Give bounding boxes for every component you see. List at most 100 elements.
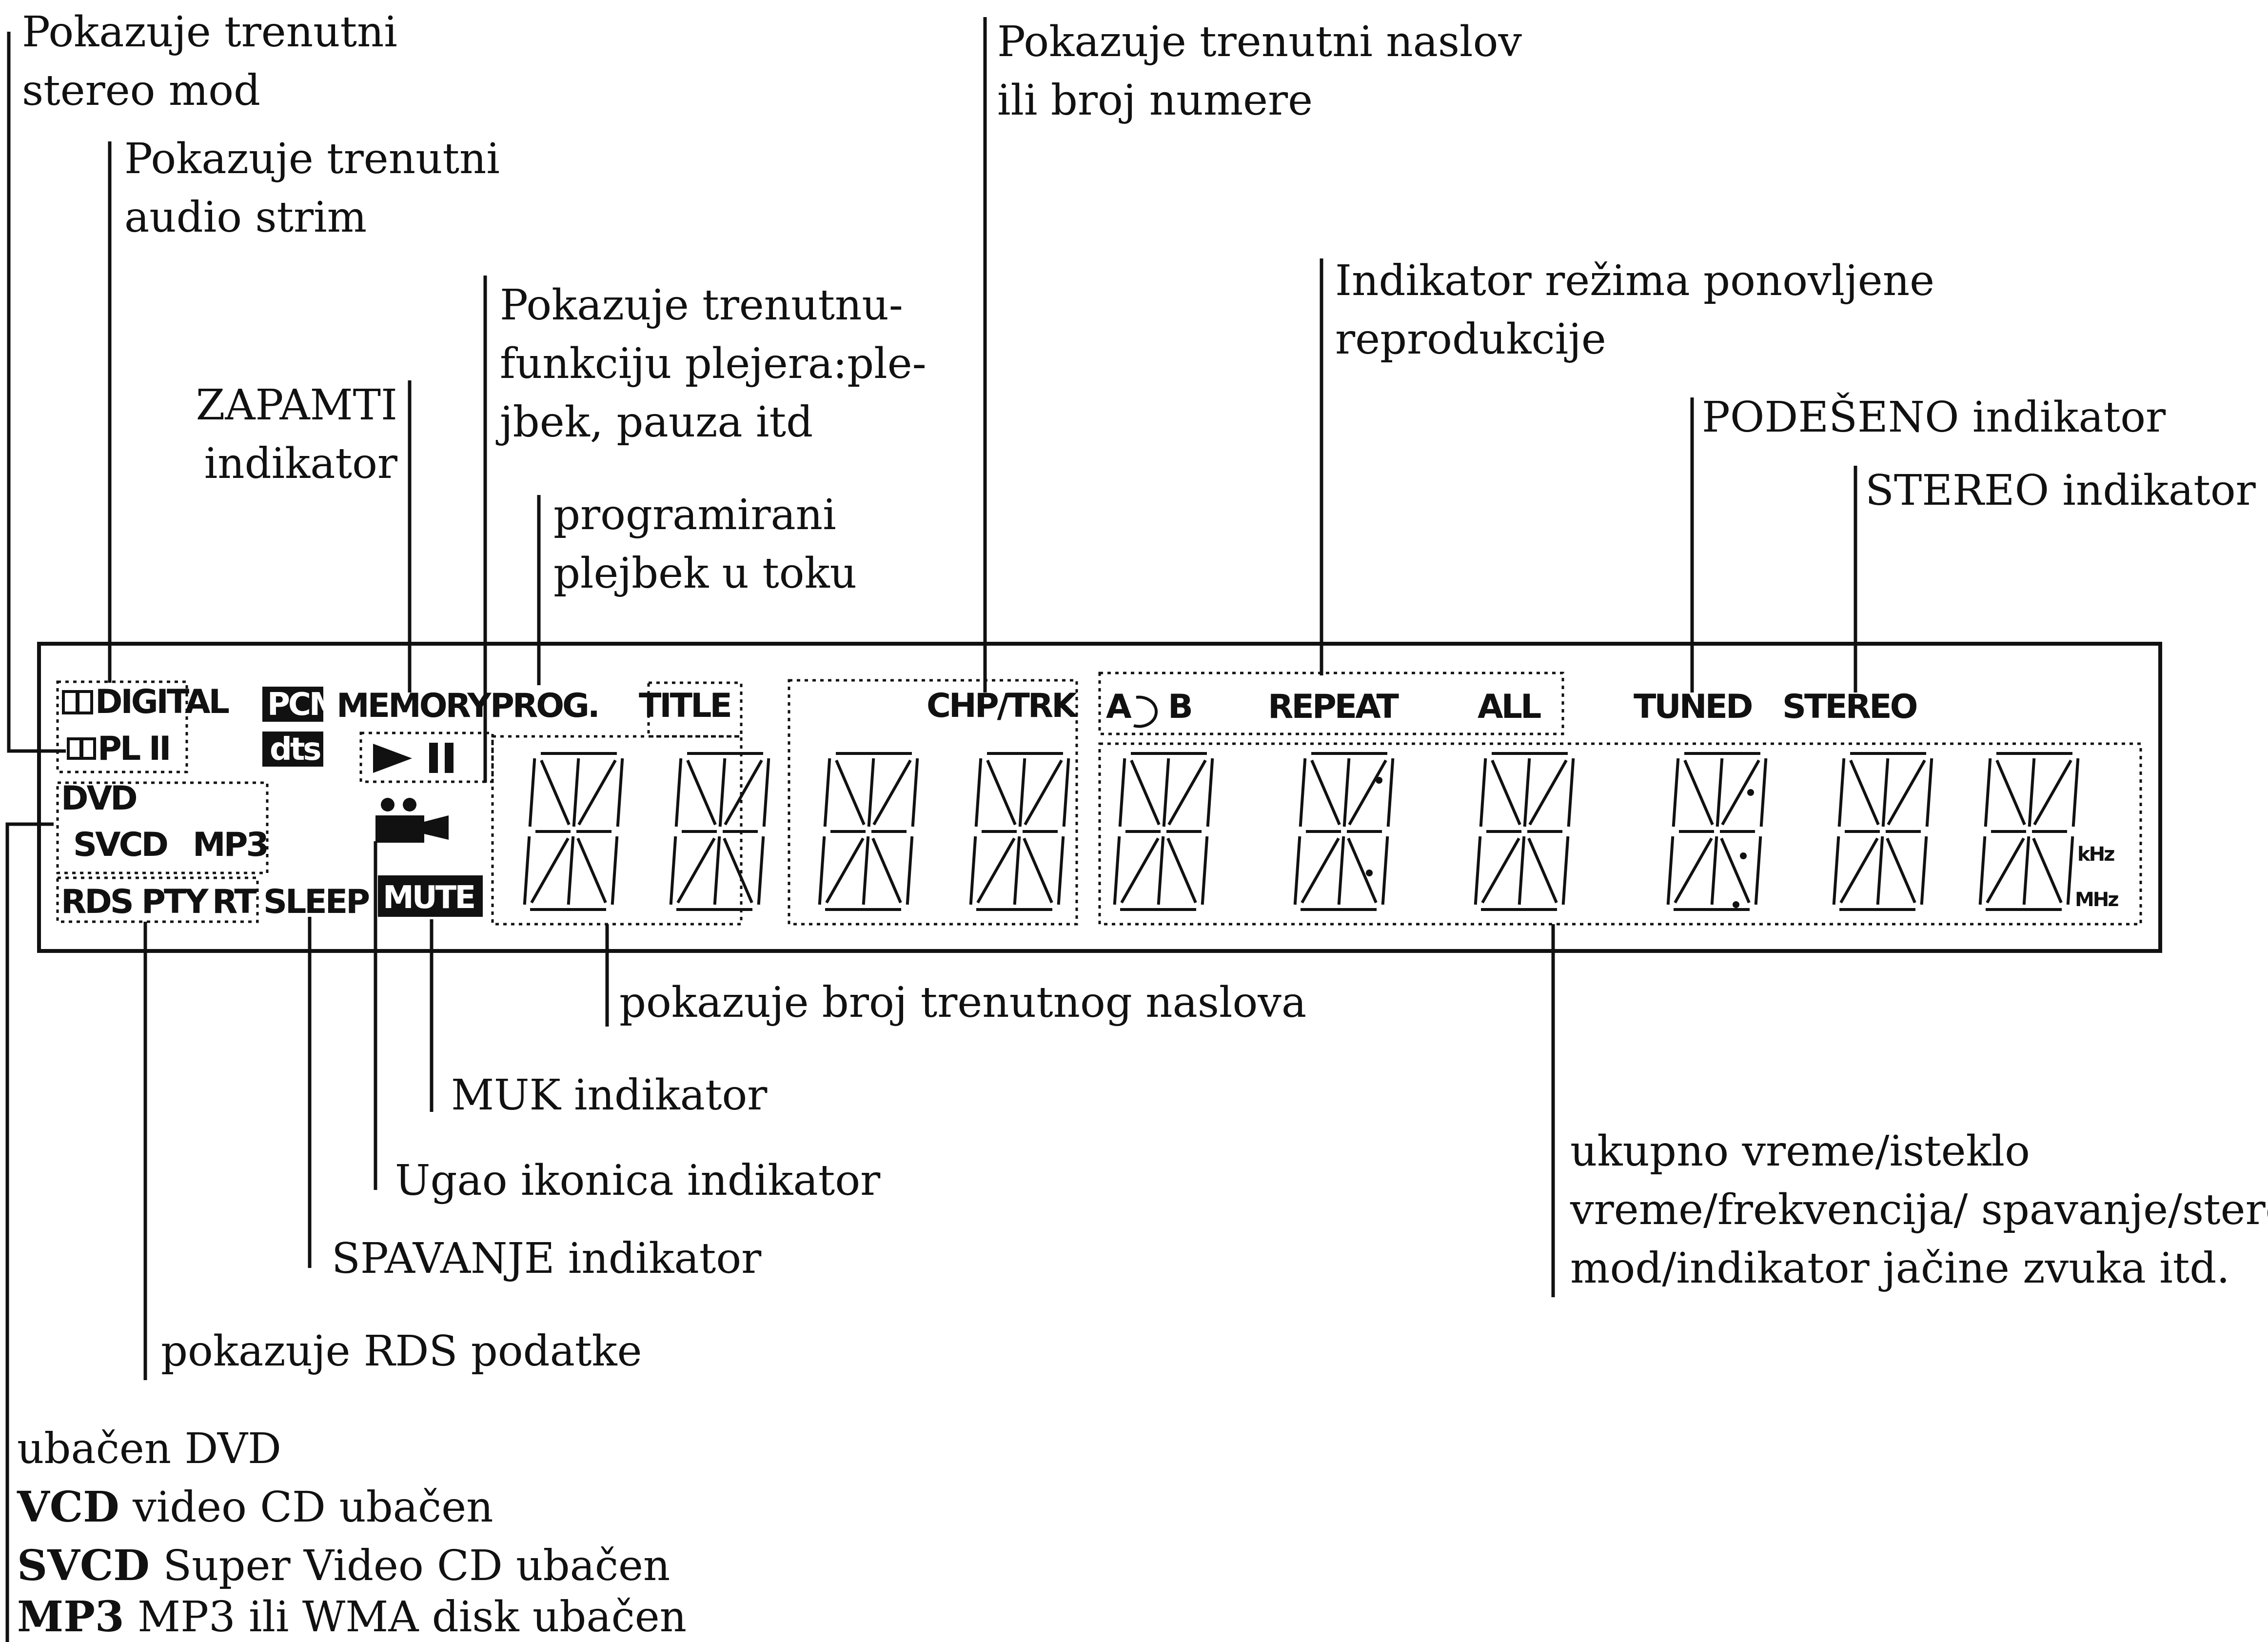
segment [1759,758,1768,827]
chapter-digit-frame [788,679,1078,926]
segment [572,758,580,827]
disc-vcd-line: VCD video CD ubačen [17,1483,493,1532]
callout-disc: ubačen DVD VCD video CD ubačen SVCD Supe… [17,1424,687,1642]
segment [867,758,875,827]
segment [1206,758,1214,827]
segment-digit [1832,752,1933,911]
segment [1479,758,1487,827]
segment [1201,836,1209,905]
callout-line: mod/indikator jačine zvuka itd. [1570,1244,2230,1293]
callout-line: Pokazuje trenutni naslov [997,18,1522,66]
callout-rds: pokazuje RDS podatke [161,1327,642,1376]
callout-line: ukupno vreme/isteklo [1570,1127,2030,1176]
callout-line: audio strim [124,193,367,242]
dolby-logo-right [77,690,93,714]
disc-svcd-text: Super Video CD ubačen [150,1542,670,1590]
dts-label: dts [270,732,320,768]
callout-line: Pokazuje trenutnu- [500,281,903,330]
segment [1474,836,1482,905]
disc-group-frame [56,781,269,874]
segment [1166,837,1197,904]
display-frame [37,642,2162,953]
disc-svcd-line: SVCD Super Video CD ubačen [17,1541,670,1590]
segment-digit [1474,752,1575,911]
segment [835,759,866,826]
pl2-indicator: PL II [67,730,171,768]
rt-label: RT [212,883,257,921]
segment [523,836,531,905]
segment [818,836,826,905]
segment [1984,758,1992,827]
decimal-dot [1733,901,1739,908]
callout-line: stereo mod [22,66,260,115]
callout-tuned: PODEŠENO indikator [1702,393,2166,442]
segment [1986,837,2025,904]
segment [1018,758,1026,827]
segment [713,836,721,905]
callout-line: indikator [204,439,398,488]
title-label-frame [647,681,743,738]
colon-dot [1740,852,1747,859]
pause-icon-bar-right [445,743,454,773]
callout-mute: MUK indikator [451,1071,768,1120]
segment [1710,836,1718,905]
callout-time: ukupno vreme/isteklo vreme/frekvencija/ … [1570,1127,2268,1293]
segment [1310,759,1341,826]
disc-vcd-bold: VCD [17,1483,119,1532]
leader-stereo-mode [7,32,66,753]
callout-line: programirani [553,491,836,539]
segment [616,758,624,827]
segment [1347,837,1378,904]
pcm-badge: PCM [262,687,340,723]
pcm-badge-bg [262,687,323,722]
title-label: TITLE [639,687,730,725]
prog-label: PROG. [490,687,598,725]
callout-line: jbek, pauza itd [495,398,813,447]
segment-digit [669,752,770,911]
segment [2066,836,2074,905]
callout-angle: Ugao ikonica indikator [395,1156,881,1205]
callout-function: Pokazuje trenutnu- funkciju plejera:ple-… [495,281,927,447]
segment [1721,759,1760,826]
pty-label: PTY [141,883,209,921]
stereo-label: STEREO [1782,688,1917,726]
segment [1162,758,1170,827]
dolby-logo-left [62,690,79,714]
segment [1720,837,1751,904]
segment-digit [1978,752,2080,911]
segment [1887,759,1926,826]
segment [1832,836,1840,905]
segment [1920,836,1928,905]
segment-digit [818,752,919,911]
segment [1481,837,1520,904]
callout-line: Pokazuje trenutni [124,135,500,183]
all-label: ALL [1478,688,1541,726]
segment [1167,759,1207,826]
khz-label: kHz [2077,843,2114,866]
segment [862,836,870,905]
pl2-logo-left [67,737,82,760]
callout-line: funkciju plejera:ple- [500,339,927,388]
pl2-logo-right [80,737,96,760]
segment [577,759,617,826]
mhz-label: MHz [2075,889,2118,911]
pl2-label: PL II [98,730,169,768]
segment [686,759,717,826]
dolby-digital-indicator: DIGITAL [62,683,231,721]
pause-icon-bar-left [429,743,438,773]
callout-title-number: pokazuje broj trenutnog naslova [619,978,1306,1027]
mute-label: MUTE [383,880,474,916]
segment [674,758,683,827]
segment [528,758,536,827]
disc-svcd-bold: SVCD [17,1541,150,1590]
colon-dot [1376,777,1382,784]
callout-line: Indikator režima ponovljene [1335,257,1934,305]
segment [1886,837,1916,904]
segment [1683,759,1714,826]
segment [1674,837,1713,904]
segment [1293,836,1302,905]
segment [1491,759,1521,826]
disc-vcd-text: video CD ubačen [119,1483,493,1532]
segment [576,837,607,904]
